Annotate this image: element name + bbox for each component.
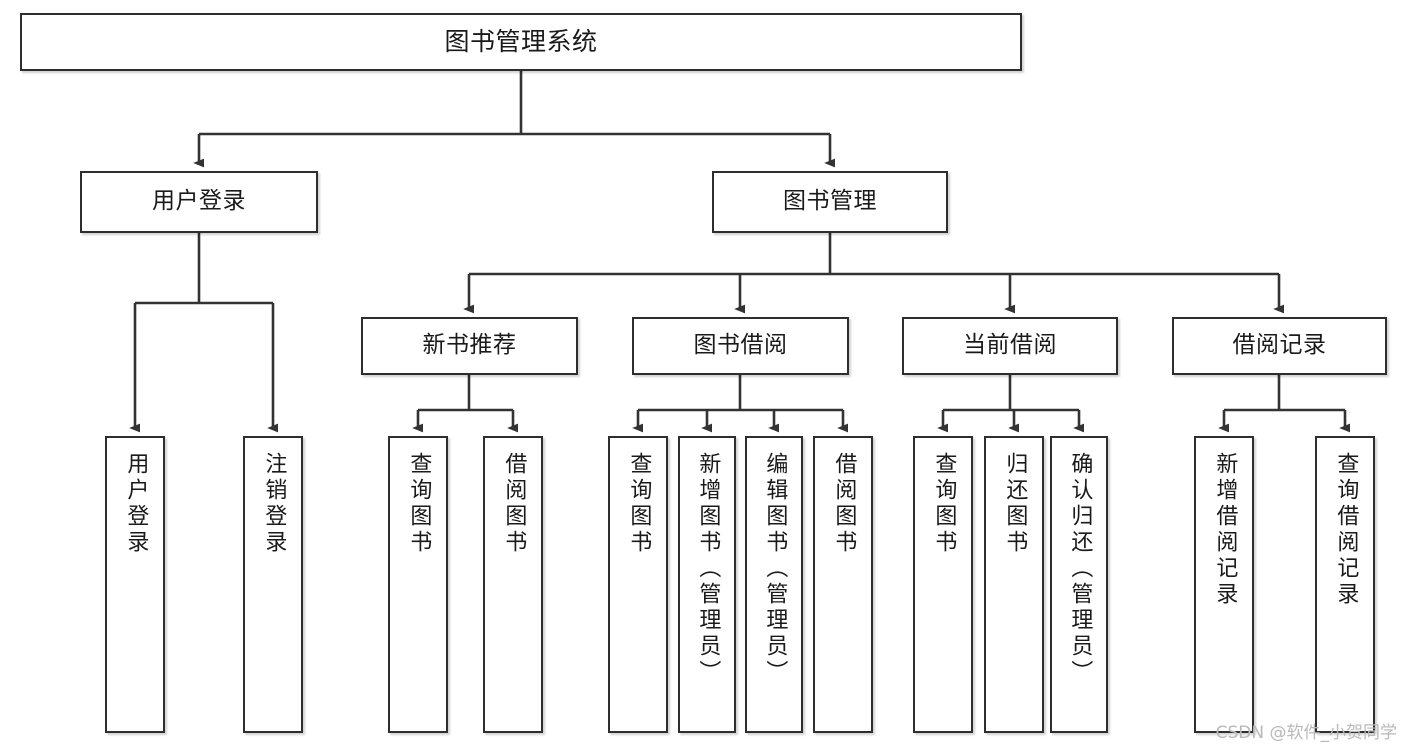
node-leaf-logout-label: 注销登录 — [261, 452, 287, 556]
edges-user-login — [129, 233, 279, 433]
node-borrow-record[interactable]: 借阅记录 — [1172, 317, 1387, 375]
edges-borrow-record — [1218, 375, 1351, 433]
node-leaf-add-book-label: 新增图书（管理员） — [695, 452, 721, 686]
node-book-borrow[interactable]: 图书借阅 — [632, 317, 849, 375]
node-current-borrow-label: 当前借阅 — [963, 332, 1057, 359]
node-leaf-add-record[interactable]: 新增借阅记录 — [1194, 436, 1254, 733]
node-current-borrow[interactable]: 当前借阅 — [902, 317, 1118, 375]
node-leaf-add-book[interactable]: 新增图书（管理员） — [678, 436, 736, 733]
node-leaf-query-record-label: 查询借阅记录 — [1333, 452, 1359, 608]
node-new-book-recommend-label: 新书推荐 — [422, 332, 517, 359]
node-leaf-query-book-3-label: 查询图书 — [931, 452, 957, 556]
node-leaf-query-book-1[interactable]: 查询图书 — [388, 436, 448, 733]
csdn-watermark: CSDN @软件_小贺同学 — [1215, 723, 1397, 743]
node-leaf-query-record[interactable]: 查询借阅记录 — [1315, 436, 1375, 733]
node-leaf-query-book-2-label: 查询图书 — [626, 452, 652, 556]
node-leaf-borrow-book-2-label: 借阅图书 — [831, 452, 857, 556]
node-leaf-query-book-3[interactable]: 查询图书 — [913, 436, 973, 733]
node-leaf-return-book-label: 归还图书 — [1002, 452, 1028, 556]
node-leaf-logout[interactable]: 注销登录 — [243, 436, 303, 733]
node-leaf-user-login-label: 用户登录 — [123, 452, 149, 556]
node-leaf-borrow-book-1-label: 借阅图书 — [501, 452, 527, 556]
node-leaf-user-login[interactable]: 用户登录 — [105, 436, 165, 733]
edges-current-borrow — [937, 375, 1085, 433]
node-leaf-borrow-book-1[interactable]: 借阅图书 — [483, 436, 543, 733]
node-book-manage[interactable]: 图书管理 — [712, 171, 948, 233]
node-user-login[interactable]: 用户登录 — [80, 171, 318, 233]
node-leaf-add-record-label: 新增借阅记录 — [1212, 452, 1238, 608]
node-borrow-record-label: 借阅记录 — [1232, 332, 1327, 359]
node-new-book-recommend[interactable]: 新书推荐 — [361, 317, 578, 375]
edges-book-borrow — [632, 375, 849, 433]
node-root-label: 图书管理系统 — [444, 27, 598, 56]
node-leaf-query-book-2[interactable]: 查询图书 — [608, 436, 668, 733]
edges-root — [193, 71, 836, 168]
node-root[interactable]: 图书管理系统 — [20, 13, 1022, 71]
node-user-login-label: 用户登录 — [152, 188, 246, 215]
node-leaf-query-book-1-label: 查询图书 — [406, 452, 432, 556]
edges-book-manage — [463, 233, 1285, 314]
node-leaf-return-book[interactable]: 归还图书 — [984, 436, 1044, 733]
node-book-borrow-label: 图书借阅 — [693, 332, 788, 359]
edges-new-book-recommend — [412, 375, 519, 433]
node-leaf-confirm-return-label: 确认归还（管理员） — [1067, 452, 1093, 686]
node-leaf-edit-book[interactable]: 编辑图书（管理员） — [745, 436, 803, 733]
node-leaf-borrow-book-2[interactable]: 借阅图书 — [813, 436, 873, 733]
node-leaf-edit-book-label: 编辑图书（管理员） — [762, 452, 788, 686]
node-leaf-confirm-return[interactable]: 确认归还（管理员） — [1050, 436, 1108, 733]
node-book-manage-label: 图书管理 — [783, 188, 877, 215]
